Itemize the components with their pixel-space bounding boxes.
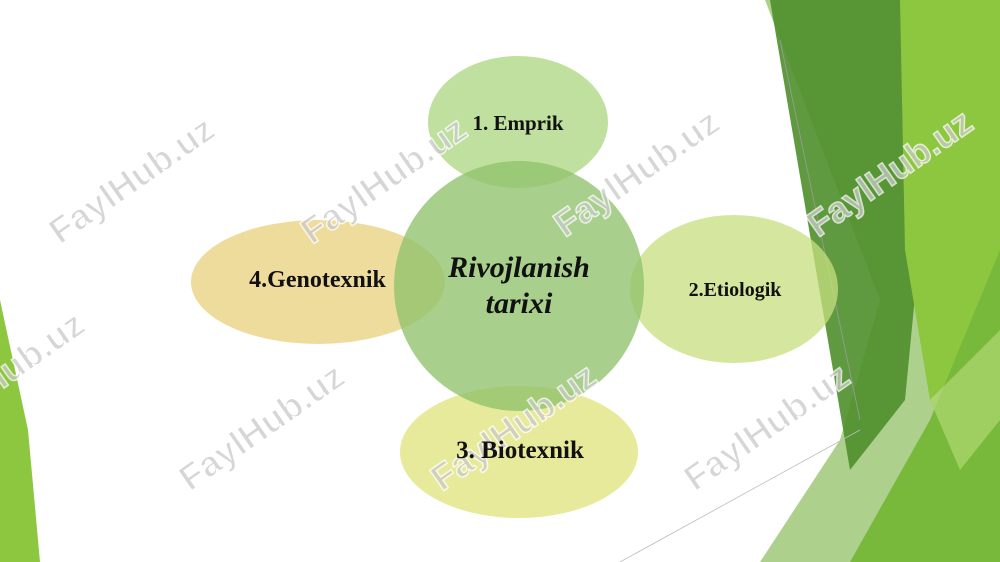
decor-right [619, 0, 1000, 562]
node-left-label: 4.Genotexnik [249, 267, 386, 293]
node-bottom-shape [400, 386, 638, 518]
node-top-label: 1. Emprik [472, 111, 564, 135]
watermark-text: FaylHub.uz [171, 355, 352, 499]
node-bottom-label: 3. Biotexnik [456, 437, 584, 464]
node-top-shape [428, 56, 608, 188]
center-label-line2: tarixi [485, 287, 553, 320]
center-label: Rivojlanish tarixi [409, 250, 629, 322]
center-circle [394, 161, 644, 411]
watermark-text: FaylHub.uz [41, 108, 222, 252]
decor-left [0, 300, 40, 562]
node-right-label: 2.Etiologik [688, 279, 782, 301]
node-left-shape [191, 220, 445, 344]
node-right-shape [630, 215, 838, 363]
center-label-line1: Rivojlanish [448, 251, 590, 284]
